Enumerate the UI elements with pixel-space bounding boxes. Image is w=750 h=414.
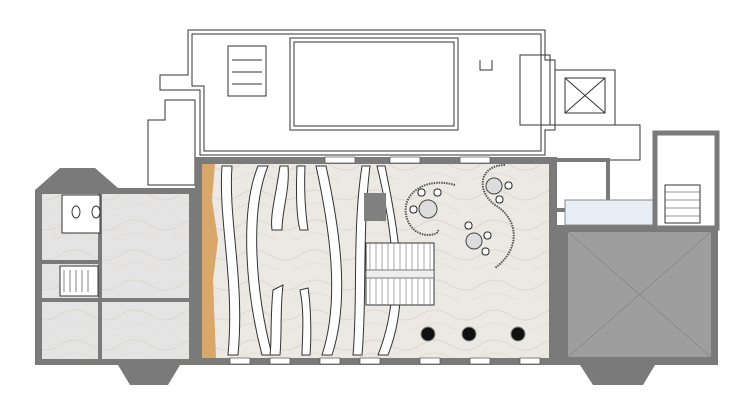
lamp-icon (461, 326, 477, 342)
lamp-icon (510, 326, 526, 342)
chair-icon (433, 188, 442, 197)
lift-shaft (364, 193, 386, 221)
table-icon (465, 232, 483, 250)
seating-curves (404, 164, 515, 269)
timber-strip (202, 164, 218, 358)
lamp-icon (420, 326, 436, 342)
chair-icon (481, 247, 490, 256)
chair-icon (504, 181, 513, 190)
left-stair (59, 265, 99, 297)
main-hall (195, 156, 557, 365)
lamps (420, 326, 526, 342)
toilet-icon (71, 205, 81, 219)
toilet-icon (91, 205, 101, 219)
chair-icon (409, 205, 418, 214)
right-gray-room (546, 130, 720, 385)
chair-icon (483, 231, 492, 240)
chair-icon (464, 221, 473, 230)
window-openings (229, 156, 541, 365)
table-icon (418, 199, 438, 219)
upper-wing-outline (147, 29, 641, 186)
pool-outline (289, 37, 459, 131)
upper-stair-icon (227, 45, 267, 97)
chair-icon (495, 195, 504, 204)
chairs (409, 181, 513, 256)
table-icon (485, 177, 503, 195)
chair-icon (417, 188, 426, 197)
central-stair (365, 242, 435, 306)
left-building (35, 168, 195, 385)
cafe-tables (418, 177, 503, 250)
